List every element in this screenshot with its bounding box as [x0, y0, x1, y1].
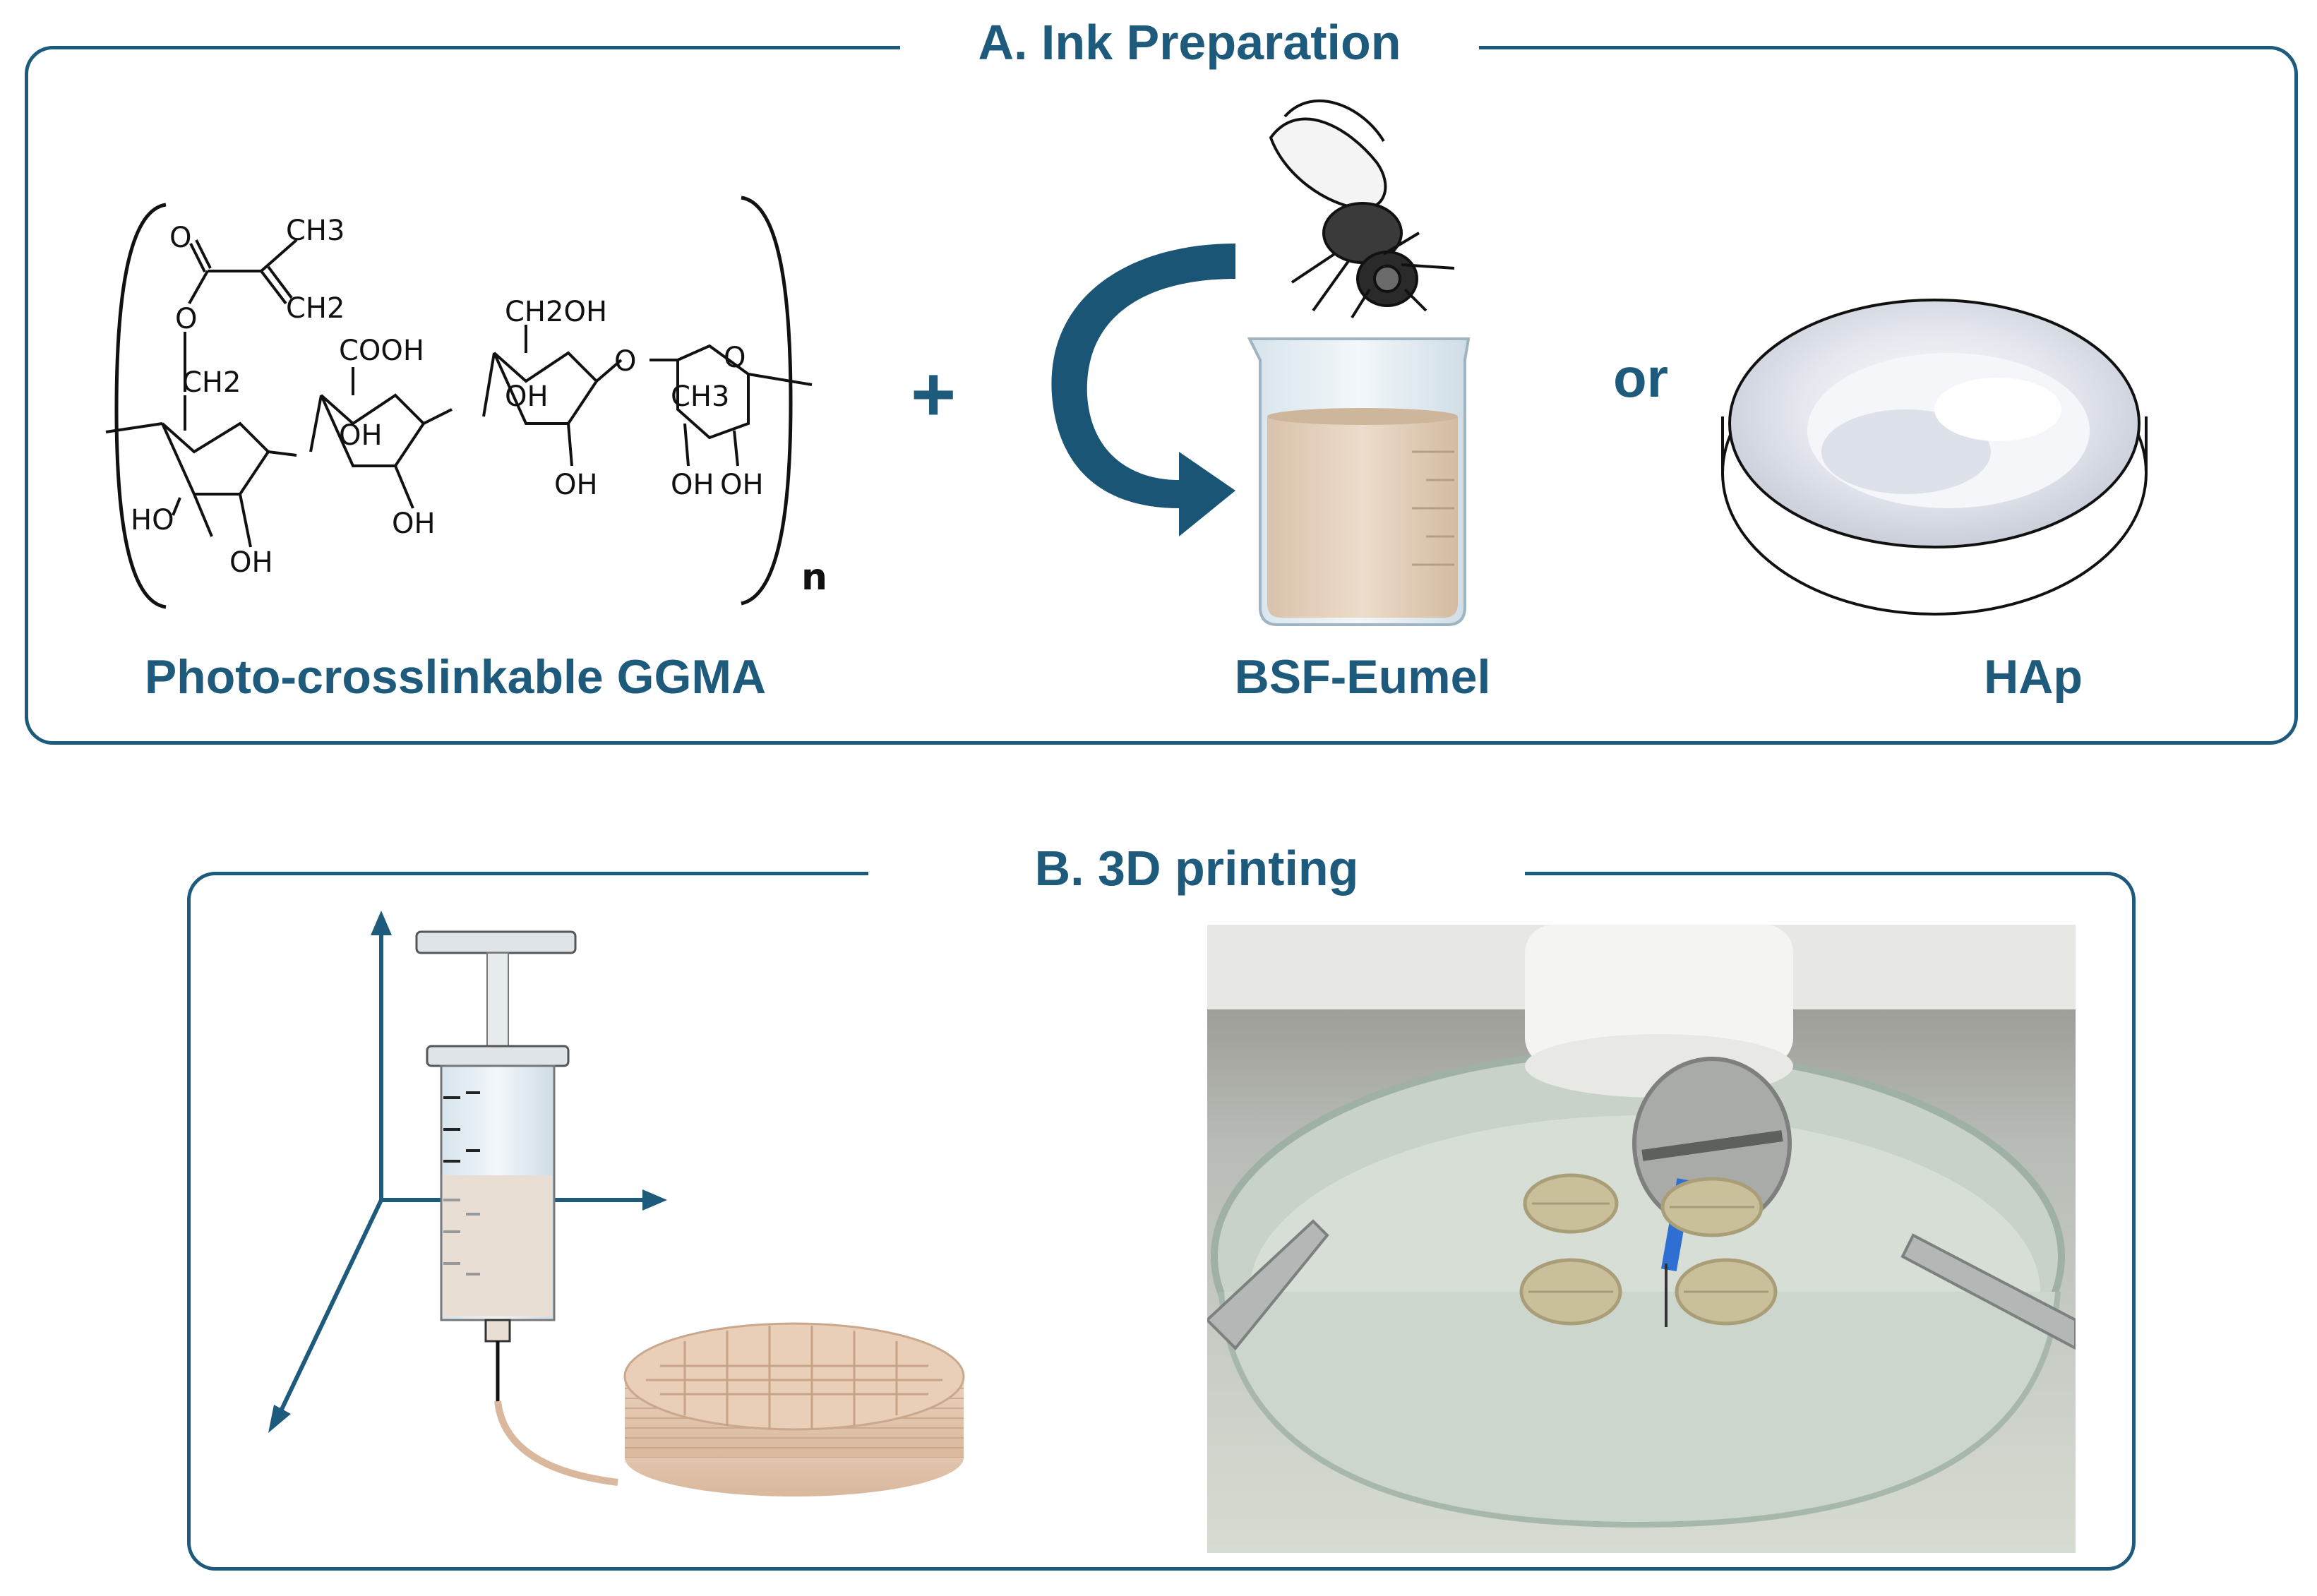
atom-o-carbonyl: O: [169, 222, 191, 254]
scaffold-icon: [623, 1322, 965, 1496]
left-bracket: [114, 203, 167, 609]
atom-oh-ring4-a: OH: [671, 469, 714, 501]
atom-ho-ring1: HO: [131, 504, 174, 536]
beaker-icon: [1247, 337, 1471, 626]
atom-ch2-link: CH2: [182, 366, 241, 399]
printing-photo: [1207, 925, 2076, 1553]
atom-link-o: O: [614, 345, 636, 378]
atom-ring-o: O: [724, 342, 746, 374]
fly-icon: [1269, 99, 1455, 319]
atom-oh-ring2-mid: OH: [339, 419, 383, 452]
atom-oh-ring2-bottom: OH: [392, 508, 436, 540]
curved-arrow-icon: [1051, 244, 1235, 536]
ggma-label: Photo-crosslinkable GGMA: [144, 650, 767, 704]
atom-ch2oh: CH2OH: [505, 296, 607, 328]
right-bracket: [741, 196, 793, 606]
atom-oh-ring4-b: OH: [720, 469, 764, 501]
ggma-structure: [105, 196, 813, 609]
atom-oh-ring1: OH: [229, 546, 273, 579]
panel-b-title: B. 3D printing: [868, 829, 1525, 907]
atom-oh-ring3-bottom: OH: [554, 469, 598, 501]
subscript-n: n: [801, 556, 827, 599]
atom-o-ester: O: [175, 303, 197, 335]
atom-ch3-ring4: CH3: [671, 380, 729, 413]
petri-dish-hap-icon: [1721, 299, 2148, 616]
atom-oh-ring3-mid: OH: [505, 380, 549, 413]
ggma-atom-labels: O CH3 CH2 O CH2 COOH CH2OH HO OH OH OH O…: [131, 215, 827, 599]
panel-a-title: A. Ink Preparation: [900, 4, 1479, 81]
atom-ch2-vinyl: CH2: [286, 292, 345, 325]
atom-ch3-top: CH3: [286, 215, 345, 247]
printing-photo-drawing: [1207, 925, 2076, 1553]
bsf-eumel-label: BSF-Eumel: [1234, 650, 1491, 704]
hap-label: HAp: [1984, 650, 2083, 704]
plus-sign: +: [911, 351, 957, 438]
atom-cooh: COOH: [339, 335, 424, 367]
syringe-icon: [415, 930, 618, 1486]
or-connector: or: [1613, 347, 1668, 409]
